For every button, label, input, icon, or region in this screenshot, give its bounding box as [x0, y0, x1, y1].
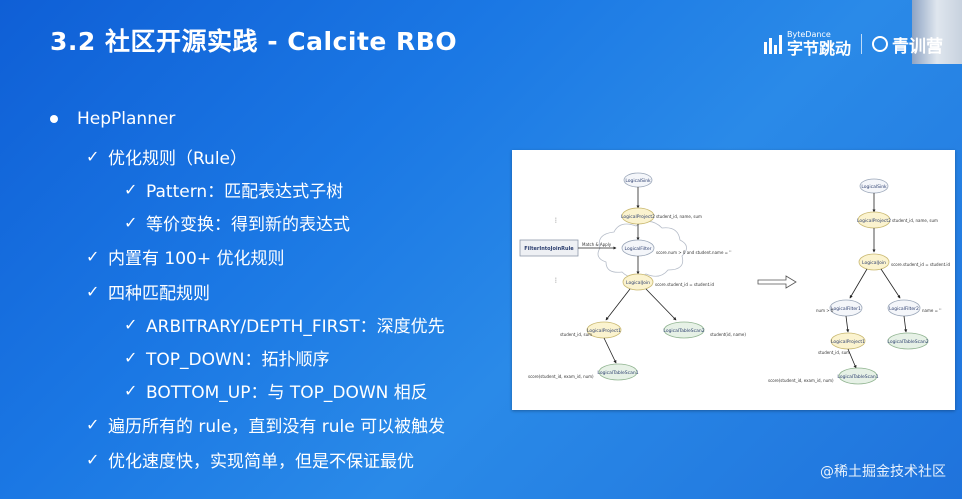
right-scan1-label: LogicalTableScan1: [837, 374, 878, 380]
right-project1-label: LogicalProject1: [831, 339, 865, 345]
left-scan2-annotation: student(id, name): [710, 332, 746, 337]
edge: [845, 315, 850, 333]
right-sink-label: LogicalSink: [861, 184, 887, 190]
right-filter2-annotation: name = '': [922, 308, 941, 313]
right-scan2-label: LogicalTableScan2: [887, 339, 928, 345]
checkmark-icon: ✓: [86, 282, 100, 301]
left-project2-annotation: student_id, name, sum: [656, 214, 702, 219]
edge: [645, 288, 677, 321]
checkmark-icon: ✓: [86, 450, 100, 469]
edge: [903, 315, 908, 333]
edge: [880, 268, 901, 299]
brand-logos: ByteDance 字节跳动 青训营: [764, 26, 943, 62]
left-filter-label: LogicalFilter: [625, 246, 652, 252]
left-scan2-label: LogicalTableScan2: [663, 328, 704, 334]
ellipsis-dots: ⋮: [553, 277, 559, 284]
site-watermark: @稀土掘金技术社区: [820, 464, 946, 480]
bullet-text: 等价变换：得到新的表达式: [146, 215, 350, 235]
left-join-annotation: score.student_id = student.id: [655, 282, 715, 287]
right-join-label: LogicalJoin: [862, 260, 886, 266]
qingxunying-logo: 青训营: [892, 36, 944, 57]
ellipsis-dots: ⋮: [553, 217, 559, 224]
right-join-node: [858, 253, 890, 271]
left-project1-annotation: student_id, sum: [560, 332, 592, 337]
checkmark-icon: ✓: [86, 147, 100, 166]
checkmark-icon: ✓: [86, 415, 100, 434]
webcam-overlay: [912, 0, 962, 64]
bytedance-logo-cn: 字节跳动: [787, 39, 852, 58]
left-project1-label: LogicalProject1: [587, 328, 621, 334]
bullet-text: Pattern：匹配表达式子树: [146, 182, 344, 202]
left-project2-label: LogicalProject2: [621, 214, 655, 220]
bullet-text: TOP_DOWN：拓扑顺序: [146, 350, 330, 370]
bullet-text: 四种匹配规则: [108, 284, 210, 304]
edge: [603, 337, 617, 364]
bullet-item: ✓ 四种匹配规则: [86, 279, 210, 304]
bytedance-logo-en: ByteDance: [787, 30, 831, 39]
left-scan2-node: [663, 321, 705, 339]
transform-arrow-icon: [757, 275, 797, 289]
right-join-annotation: score.student_id = student.id: [891, 262, 951, 267]
plan-transformation-diagram: FilterIntoJoinRule Match & Apply Logical…: [512, 150, 955, 410]
bullet-item: ✓ 遍历所有的 rule，直到没有 rule 可以被触发: [86, 412, 445, 437]
checkmark-icon: ✓: [124, 180, 138, 199]
logo-divider: [861, 34, 863, 54]
right-scan2-node: [887, 332, 929, 350]
bullet-text: HepPlanner: [77, 109, 176, 129]
bytedance-logo: ByteDance 字节跳动: [787, 31, 851, 57]
checkmark-icon: ✓: [124, 381, 138, 400]
bullet-item: ✓ 优化速度快，实现简单，但是不保证最优: [86, 447, 414, 472]
match-label: Match & Apply: [582, 242, 612, 247]
left-join-label: LogicalJoin: [626, 280, 650, 286]
bullet-text: ARBITRARY/DEPTH_FIRST：深度优先: [146, 317, 445, 337]
left-filter-annotation: score.num > 0 and student.name = '': [656, 250, 732, 255]
bullet-item: ✓ Pattern：匹配表达式子树: [124, 177, 343, 202]
cloud-shape: [597, 221, 687, 278]
right-filter1-label: LogicalFilter1: [831, 306, 861, 312]
checkmark-icon: ✓: [124, 213, 138, 232]
right-project1-annotation: student_id, sum: [818, 350, 850, 355]
right-project2-annotation: student_id, name, sum: [892, 218, 938, 223]
bullet-item: HepPlanner: [50, 109, 175, 129]
bullet-item: ✓ 优化规则（Rule）: [86, 144, 247, 169]
right-project2-label: LogicalProject2: [857, 218, 891, 224]
right-filter2-label: LogicalFilter2: [889, 306, 919, 312]
bullet-item: ✓ 内置有 100+ 优化规则: [86, 244, 285, 269]
bullet-text: BOTTOM_UP：与 TOP_DOWN 相反: [146, 383, 428, 403]
edge: [847, 348, 857, 369]
left-scan1-annotation: score(student_id, exam_id, num): [528, 374, 594, 379]
left-join-node: [622, 273, 654, 291]
bullet-item: ✓ BOTTOM_UP：与 TOP_DOWN 相反: [124, 378, 428, 403]
checkmark-icon: ✓: [124, 315, 138, 334]
bullet-item: ✓ TOP_DOWN：拓扑顺序: [124, 345, 330, 370]
qingxunying-logo-icon: [872, 36, 889, 52]
bullet-text: 内置有 100+ 优化规则: [108, 249, 285, 269]
bullet-text: 优化规则（Rule）: [108, 149, 248, 169]
left-sink-label: LogicalSink: [625, 178, 651, 184]
right-scan1-annotation: score(student_id, exam_id, num): [768, 378, 834, 383]
right-filter1-annotation: num > 0: [816, 308, 834, 313]
bullet-item: ✓ ARBITRARY/DEPTH_FIRST：深度优先: [124, 312, 445, 337]
edge: [605, 288, 631, 321]
bullet-item: ✓ 等价变换：得到新的表达式: [124, 210, 350, 235]
slide-title: 3.2 社区开源实践 - Calcite RBO: [50, 27, 458, 56]
checkmark-icon: ✓: [124, 348, 138, 367]
rule-box-label: FilterIntoJoinRule: [524, 246, 574, 252]
checkmark-icon: ✓: [86, 247, 100, 266]
bullet-text: 遍历所有的 rule，直到没有 rule 可以被触发: [108, 417, 446, 437]
bullet-dot-icon: [50, 115, 58, 123]
diagram-svg: FilterIntoJoinRule Match & Apply Logical…: [519, 172, 951, 385]
bullet-text: 优化速度快，实现简单，但是不保证最优: [108, 452, 414, 472]
bytedance-logo-icon: [764, 34, 782, 54]
edge: [849, 268, 868, 299]
left-scan1-node: [598, 363, 638, 381]
right-scan1-node: [838, 367, 878, 385]
left-scan1-label: LogicalTableScan1: [597, 370, 638, 376]
